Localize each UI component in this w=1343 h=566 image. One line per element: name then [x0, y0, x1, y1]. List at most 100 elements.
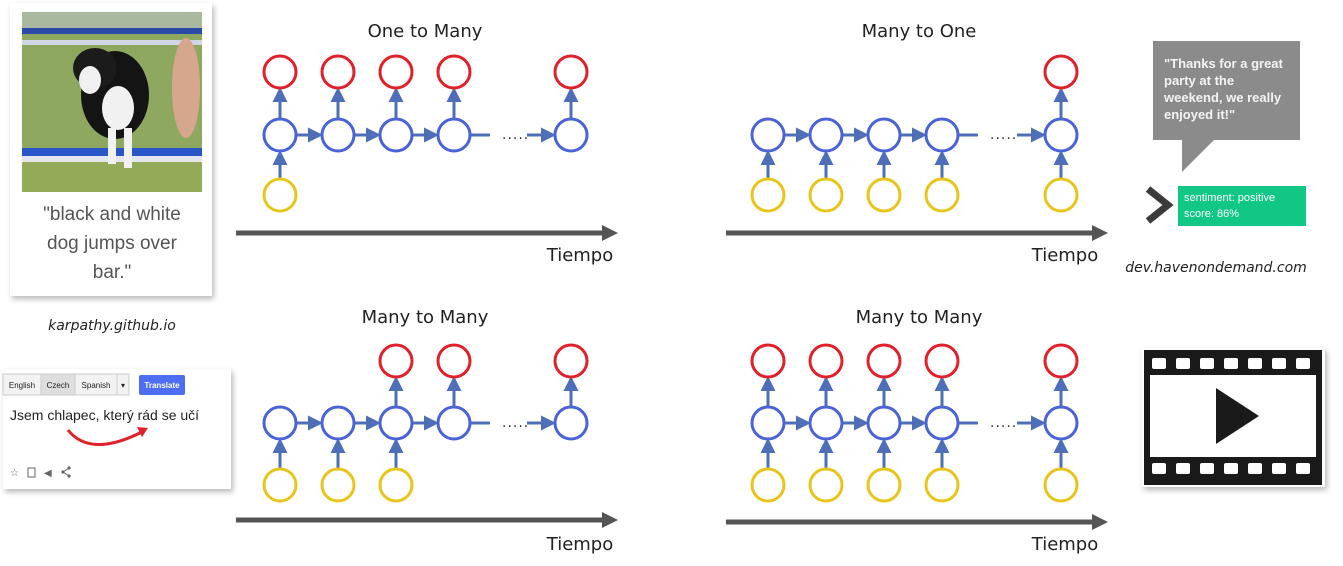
ellipsis-dots: ..... [990, 415, 1017, 431]
output-node [808, 343, 844, 379]
output-node [320, 54, 356, 90]
hidden-node [924, 405, 960, 441]
hidden-node [1043, 117, 1079, 153]
translate-widget: English Czech Spanish ▾ Translate Jsem c… [2, 369, 231, 489]
time-axis-label: Tiempo [1031, 245, 1099, 266]
input-node [924, 467, 960, 503]
input-node [1043, 177, 1079, 213]
input-node [750, 467, 786, 503]
hidden-node [436, 117, 472, 153]
hidden-node [262, 405, 298, 441]
input-node [378, 467, 414, 503]
film-sprocket-hole [1176, 463, 1190, 474]
film-sprocket-hole [1200, 463, 1214, 474]
image-caption-card: "black and white dog jumps over bar." [10, 3, 212, 296]
input-node [262, 177, 298, 213]
chevron-right-icon [1145, 186, 1174, 224]
hidden-node [262, 117, 298, 153]
hidden-node [924, 117, 960, 153]
caption-line-1: "black and white [43, 204, 181, 225]
tab-spanish[interactable]: Spanish [82, 381, 111, 390]
time-axis-arrowhead [1092, 514, 1108, 530]
film-sprocket-hole [1200, 358, 1214, 369]
quote-line-1: "Thanks for a great [1164, 56, 1284, 71]
input-node [1043, 467, 1079, 503]
caption-line-3: bar." [93, 262, 131, 283]
film-sprocket-hole [1224, 358, 1238, 369]
film-sprocket-hole [1224, 463, 1238, 474]
language-dropdown-icon[interactable]: ▾ [121, 381, 125, 390]
film-sprocket-hole [1272, 463, 1286, 474]
karpathy-credit: karpathy.github.io [48, 318, 176, 334]
hidden-node [808, 405, 844, 441]
input-node [866, 467, 902, 503]
hidden-node [1043, 405, 1079, 441]
input-node [866, 177, 902, 213]
time-axis-arrowhead [1092, 225, 1108, 241]
film-sprocket-hole [1152, 463, 1166, 474]
output-node [378, 54, 414, 90]
sentiment-example: "Thanks for a great party at the weekend… [1145, 41, 1306, 226]
ellipsis-dots: ..... [990, 127, 1017, 143]
hidden-node [866, 405, 902, 441]
film-sprocket-hole [1296, 463, 1310, 474]
output-node [436, 54, 472, 90]
share-icon[interactable] [61, 466, 71, 478]
tab-english[interactable]: English [9, 381, 35, 390]
sentiment-label: sentiment: positive [1184, 192, 1275, 204]
time-axis-arrowhead [602, 225, 618, 241]
sentiment-score: score: 86% [1184, 208, 1239, 220]
output-node [866, 343, 902, 379]
film-sprocket-hole [1272, 358, 1286, 369]
hidden-node [750, 117, 786, 153]
input-node [320, 467, 356, 503]
speech-bubble [1153, 41, 1300, 172]
speaker-icon[interactable]: ◀ [44, 468, 52, 479]
star-icon[interactable]: ☆ [10, 468, 19, 479]
film-strip-play-icon [1142, 348, 1325, 487]
panel-title: One to Many [368, 21, 483, 42]
quote-line-2: party at the [1164, 73, 1234, 88]
quote-line-4: enjoyed it!" [1164, 107, 1235, 122]
input-node [750, 177, 786, 213]
hidden-node [320, 405, 356, 441]
ellipsis-dots: ..... [502, 415, 529, 431]
time-axis-label: Tiempo [546, 534, 614, 555]
hidden-node [553, 117, 589, 153]
output-node [1043, 343, 1079, 379]
output-node [262, 54, 298, 90]
tab-czech[interactable]: Czech [47, 381, 70, 390]
output-node [1043, 54, 1079, 90]
time-axis-label: Tiempo [1031, 534, 1099, 555]
play-icon [1216, 388, 1259, 444]
input-node [808, 177, 844, 213]
output-node [750, 343, 786, 379]
hidden-node [866, 117, 902, 153]
hidden-node [750, 405, 786, 441]
hidden-node [378, 405, 414, 441]
film-sprocket-hole [1176, 358, 1190, 369]
panel-title: Many to One [862, 21, 977, 42]
hidden-node [320, 117, 356, 153]
output-node [553, 54, 589, 90]
quote-line-3: weekend, we really [1163, 90, 1282, 105]
translate-button[interactable] [139, 375, 185, 395]
hidden-node [808, 117, 844, 153]
panel-title: Many to Many [856, 307, 983, 328]
translate-button-label: Translate [144, 381, 180, 390]
sentiment-result-box [1178, 186, 1306, 226]
output-node [436, 343, 472, 379]
time-axis-label: Tiempo [546, 245, 614, 266]
hidden-node [436, 405, 472, 441]
copy-icon[interactable] [27, 467, 36, 478]
caption-line-2: dog jumps over [47, 233, 178, 254]
czech-sentence: Jsem chlapec, který rád se učí [10, 407, 199, 423]
input-node [924, 177, 960, 213]
havenondemand-credit: dev.havenondemand.com [1125, 260, 1307, 276]
film-sprocket-hole [1152, 358, 1166, 369]
time-axis-arrowhead [602, 512, 618, 528]
dog-photo [22, 12, 202, 192]
film-sprocket-hole [1248, 358, 1262, 369]
